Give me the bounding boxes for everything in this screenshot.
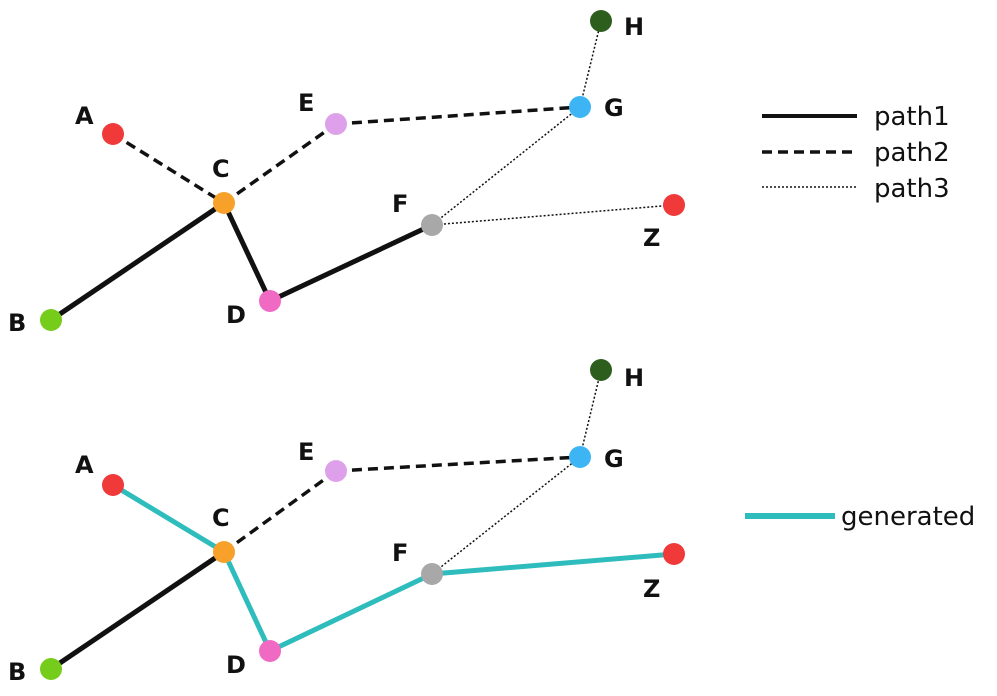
edge-c-e-path2 [222, 122, 338, 205]
node-label-e: E [298, 89, 314, 117]
edge-b-c-path1 [49, 200, 226, 323]
node-label-g: G [604, 94, 624, 122]
node-h [590, 10, 612, 32]
legend-paths: path1 path2 path3 [762, 102, 950, 204]
edge-c-d-generated [221, 550, 273, 653]
legend-generated: generated [745, 502, 975, 532]
edge-f-z-path3 [431, 204, 675, 226]
node-b [40, 309, 62, 331]
node-label-a: A [75, 102, 94, 130]
edge-e-g-bottom [335, 455, 581, 473]
edge-c-e-bottom [222, 469, 338, 554]
edge-b-c-bottom [49, 549, 226, 672]
node-d [259, 290, 281, 312]
edge-d-f-path1 [268, 222, 434, 304]
node-label-z-bottom: Z [643, 575, 660, 603]
top-graph: A B C D E F G H Z [8, 10, 685, 337]
node-label-c-bottom: C [212, 504, 230, 532]
node-g [569, 96, 591, 118]
node-f-bottom [421, 563, 443, 585]
node-c-bottom [213, 541, 235, 563]
edge-a-c-path2 [112, 132, 225, 205]
bottom-graph: A B C D E F G H Z [8, 359, 685, 686]
edge-g-h-path3 [579, 20, 602, 108]
node-label-e-bottom: E [298, 438, 314, 466]
node-e-bottom [325, 460, 347, 482]
edge-e-g-path2 [335, 105, 581, 126]
node-label-g-bottom: G [604, 445, 624, 473]
edge-d-f-generated [268, 571, 434, 654]
node-c [213, 192, 235, 214]
node-label-h: H [624, 13, 644, 41]
legend-label-path3: path3 [874, 174, 950, 204]
node-label-d-bottom: D [226, 651, 246, 679]
node-z [663, 194, 685, 216]
node-b-bottom [40, 658, 62, 680]
node-a [102, 123, 124, 145]
node-d-bottom [259, 640, 281, 662]
edge-f-g-bottom [431, 456, 581, 575]
node-label-d: D [226, 301, 246, 329]
edge-a-c-generated [111, 482, 226, 555]
legend-label-path1: path1 [874, 102, 950, 132]
edge-g-h-bottom [579, 369, 602, 458]
node-f [421, 214, 443, 236]
node-label-f-bottom: F [392, 539, 408, 567]
edge-f-g-path3 [431, 106, 581, 226]
node-e [325, 113, 347, 135]
node-z-bottom [663, 543, 685, 565]
node-a-bottom [102, 474, 124, 496]
node-label-f: F [392, 190, 408, 218]
node-label-b: B [8, 309, 26, 337]
legend-label-generated: generated [841, 502, 975, 532]
node-label-b-bottom: B [8, 658, 26, 686]
node-label-c: C [212, 155, 230, 183]
edge-c-d-path1 [221, 201, 273, 303]
node-label-z: Z [643, 224, 660, 252]
node-g-bottom [569, 446, 591, 468]
edge-f-z-generated [431, 551, 675, 577]
legend-label-path2: path2 [874, 138, 950, 168]
node-label-h-bottom: H [624, 364, 644, 392]
node-label-a-bottom: A [75, 451, 94, 479]
node-h-bottom [590, 359, 612, 381]
